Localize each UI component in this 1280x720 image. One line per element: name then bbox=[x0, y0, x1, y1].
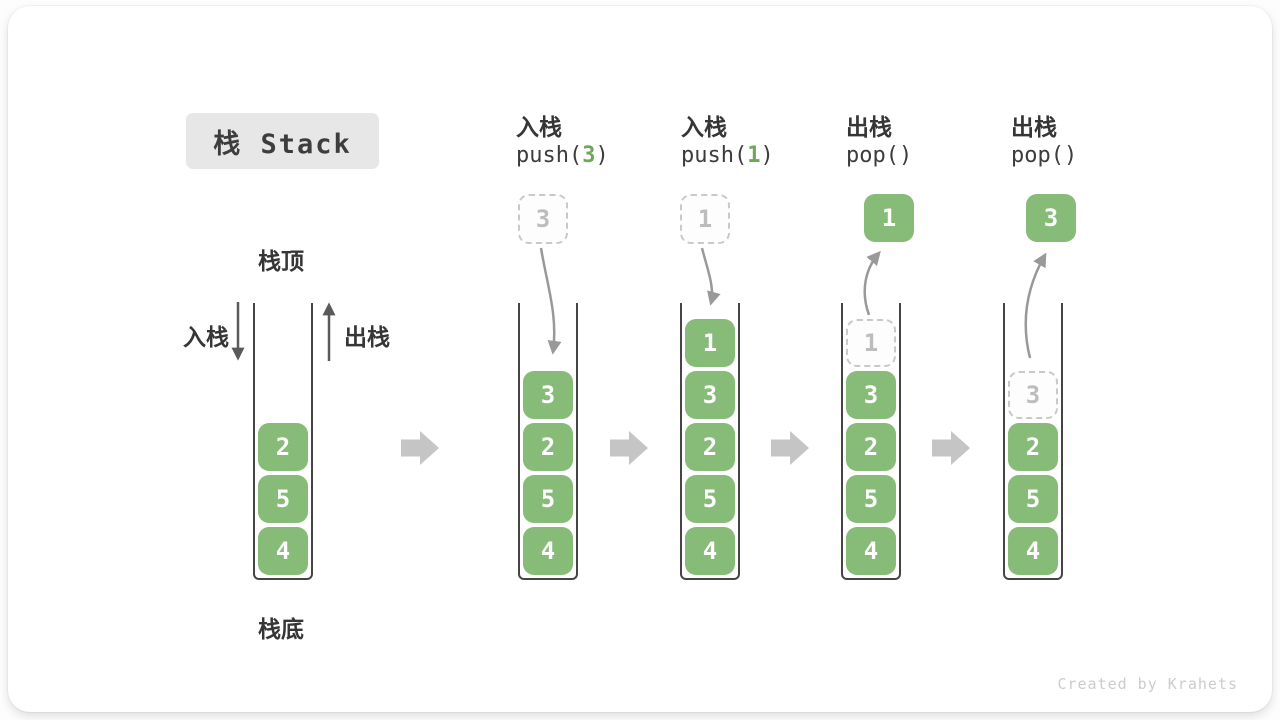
stack-cell: 1 bbox=[685, 319, 735, 367]
code-suffix: ) bbox=[595, 143, 609, 168]
code-argument: 1 bbox=[747, 143, 761, 168]
stack-cell: 3 bbox=[685, 371, 735, 419]
pop-direction-label: 出栈 bbox=[344, 325, 390, 351]
stack-cell: 4 bbox=[685, 527, 735, 575]
push-direction-label: 入栈 bbox=[183, 325, 229, 351]
floating-value-box-push-3: 3 bbox=[518, 194, 568, 244]
code-suffix: ) bbox=[760, 143, 774, 168]
floating-value-box-push-1: 1 bbox=[680, 194, 730, 244]
stage-op-code-push-3: push(3) bbox=[516, 143, 609, 168]
code-argument: 3 bbox=[582, 143, 596, 168]
stack-cell: 2 bbox=[523, 423, 573, 471]
stack-top-label: 栈顶 bbox=[258, 249, 304, 275]
stack-cell: 2 bbox=[258, 423, 308, 471]
stack-cell: 4 bbox=[846, 527, 896, 575]
title-badge: 栈 Stack bbox=[186, 113, 379, 169]
stage-op-label-pop-1: 出栈 bbox=[846, 115, 892, 141]
code-prefix: push( bbox=[681, 143, 748, 168]
stage-op-label-push-3: 入栈 bbox=[516, 115, 562, 141]
code-prefix: pop() bbox=[1011, 143, 1078, 168]
stack-cell-ghost: 1 bbox=[846, 319, 896, 367]
next-step-arrow-icon bbox=[610, 431, 648, 469]
next-step-arrow-icon bbox=[771, 431, 809, 469]
stack-cell: 4 bbox=[1008, 527, 1058, 575]
stack-cell: 5 bbox=[258, 475, 308, 523]
floating-value-box-pop-3: 3 bbox=[1026, 194, 1076, 242]
next-step-arrow-icon bbox=[932, 431, 970, 469]
stack-cell: 2 bbox=[685, 423, 735, 471]
stack-cell: 5 bbox=[523, 475, 573, 523]
stack-cell: 4 bbox=[523, 527, 573, 575]
stack-cell: 2 bbox=[1008, 423, 1058, 471]
stack-cell: 2 bbox=[846, 423, 896, 471]
push-1-curve-arrow-icon bbox=[700, 247, 721, 306]
floating-value-box-pop-1: 1 bbox=[864, 194, 914, 242]
code-prefix: pop() bbox=[846, 143, 913, 168]
next-step-arrow-icon bbox=[401, 431, 439, 469]
stack-bottom-label: 栈底 bbox=[258, 617, 304, 643]
stack-cell: 4 bbox=[258, 527, 308, 575]
stack-cell: 5 bbox=[1008, 475, 1058, 523]
stage-op-code-pop-3: pop() bbox=[1011, 143, 1077, 168]
stage-op-code-pop-1: pop() bbox=[846, 143, 912, 168]
stack-cell: 5 bbox=[685, 475, 735, 523]
stage-op-code-push-1: push(1) bbox=[681, 143, 774, 168]
stack-cell-ghost: 3 bbox=[1008, 371, 1058, 419]
watermark: Created by Krahets bbox=[1057, 675, 1238, 693]
stage-op-label-pop-3: 出栈 bbox=[1011, 115, 1057, 141]
stage-op-label-push-1: 入栈 bbox=[681, 115, 727, 141]
stack-cell: 3 bbox=[846, 371, 896, 419]
stack-cell: 3 bbox=[523, 371, 573, 419]
stack-cell: 5 bbox=[846, 475, 896, 523]
code-prefix: push( bbox=[516, 143, 583, 168]
